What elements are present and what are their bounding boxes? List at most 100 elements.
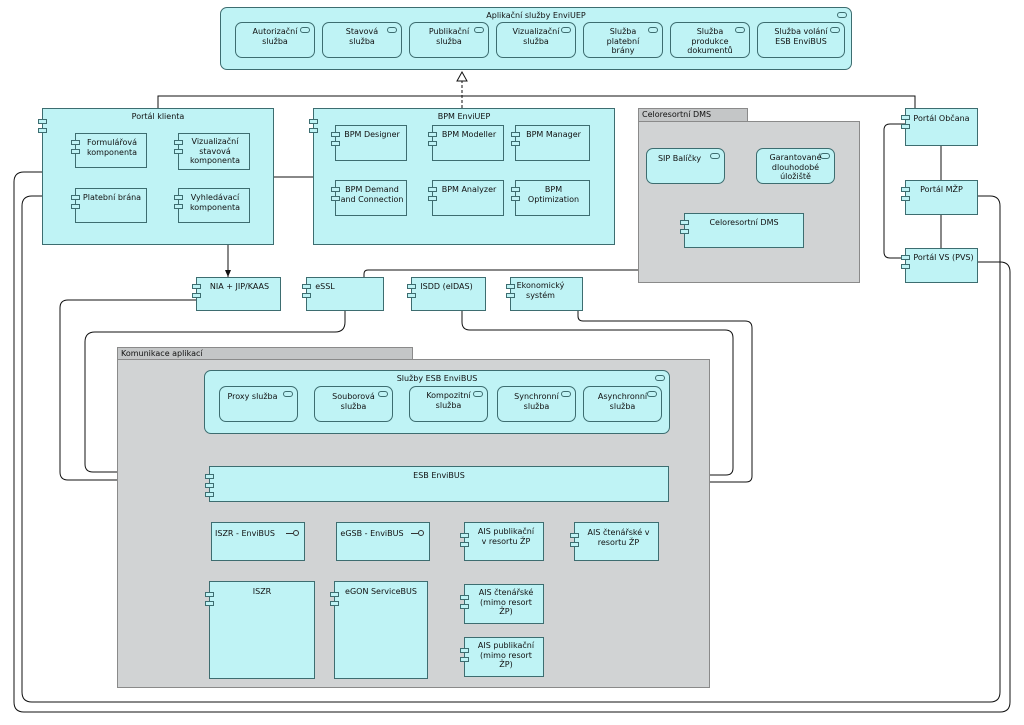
- portal-vs[interactable]: Portál VS (PVS): [901, 248, 978, 283]
- component-icon: [511, 196, 520, 201]
- esb-service-asynchronni[interactable]: Asynchronní služba: [583, 386, 662, 422]
- isdd-eidas[interactable]: ISDD (eIDAS): [407, 277, 486, 311]
- component-icon: [71, 149, 80, 154]
- component-icon: [428, 132, 437, 137]
- component-icon: [570, 542, 579, 547]
- service-icon: [283, 391, 293, 397]
- service-volani-esb[interactable]: Služba volání ESB EnviBUS: [757, 22, 845, 58]
- right-loop-line: [883, 123, 905, 259]
- portal-klienta[interactable]: Portál klienta: [38, 108, 274, 245]
- service-label: Synchronní služba: [514, 392, 559, 411]
- component-icon: [331, 196, 340, 201]
- component-icon: [331, 187, 340, 192]
- component-platebni-brana[interactable]: Platební brána: [71, 188, 147, 223]
- portal-obcana[interactable]: Portál Občana: [901, 108, 978, 146]
- service-label: Publikační služba: [428, 27, 470, 46]
- komunikace-group-tab: Komunikace aplikací: [117, 347, 413, 360]
- component-icon: [460, 595, 469, 600]
- component-icon: [38, 119, 47, 124]
- dms-garantovane-uloziste[interactable]: Garantované dlouhodobé úložiště: [756, 148, 835, 184]
- egsb-envibus[interactable]: eGSB - EnviBUS: [336, 522, 430, 561]
- component-icon: [428, 141, 437, 146]
- service-icon: [300, 27, 310, 33]
- component-icon: [901, 187, 910, 192]
- service-icon: [735, 27, 745, 33]
- component-icon: [302, 293, 311, 298]
- esb-service-kompozitni[interactable]: Kompozitní služba: [409, 386, 488, 422]
- iszr-envibus[interactable]: ISZR - EnviBUS: [211, 522, 305, 561]
- component-icon: [309, 119, 318, 124]
- portal-mzp[interactable]: Portál MŽP: [901, 180, 978, 215]
- component-icon: [460, 533, 469, 538]
- ais-publikacni-mimo[interactable]: AIS publikační (mimo resort ŽP): [460, 637, 544, 677]
- ais-ctenarske-resort[interactable]: AIS čtenářské v resortu ŽP: [570, 522, 659, 561]
- bpm-demand[interactable]: BPM Demand and Connection: [331, 180, 407, 216]
- ais-publikacni-resort[interactable]: AIS publikační v resortu ŽP: [460, 522, 544, 561]
- component-label: AIS publikační (mimo resort ŽP): [477, 641, 535, 669]
- component-icon: [174, 204, 183, 209]
- component-icon: [407, 284, 416, 289]
- service-icon: [648, 27, 658, 33]
- service-icon: [837, 12, 847, 18]
- component-icon: [331, 132, 340, 137]
- component-icon: [205, 601, 214, 606]
- component-icon: [38, 128, 47, 133]
- esb-service-proxy[interactable]: Proxy služba: [219, 386, 298, 422]
- service-platebni-brany[interactable]: Služba platební brány: [583, 22, 663, 58]
- service-label: Služba volání ESB EnviBUS: [774, 27, 828, 46]
- component-label: Portál MŽP: [920, 185, 963, 194]
- service-vizualizacni[interactable]: Vizualizační služba: [496, 22, 576, 58]
- component-icon: [174, 140, 183, 145]
- bpm-manager[interactable]: BPM Manager: [511, 125, 590, 161]
- egon-servicebus[interactable]: eGON ServiceBUS: [330, 581, 428, 679]
- app-services-title: Aplikační služby EnviUEP: [486, 11, 586, 20]
- component-icon: [506, 284, 515, 289]
- dms-celoresortni[interactable]: Celoresortní DMS: [680, 213, 804, 248]
- service-icon: [387, 27, 397, 33]
- esb-service-synchronni[interactable]: Synchronní služba: [497, 386, 576, 422]
- esb-service-souborova[interactable]: Souborová služba: [314, 386, 393, 422]
- component-label: NIA + JIP/KAAS: [209, 282, 270, 291]
- component-label: BPM Designer: [344, 130, 400, 139]
- service-label: Souborová služba: [332, 392, 375, 411]
- service-stavova[interactable]: Stavová služba: [322, 22, 402, 58]
- component-label: eGON ServiceBUS: [345, 587, 417, 596]
- ais-ctenarske-mimo[interactable]: AIS čtenářské (mimo resort ŽP): [460, 584, 544, 624]
- component-label: ISZR: [252, 587, 272, 596]
- component-label: BPM Manager: [526, 130, 581, 139]
- component-label: eGSB - EnviBUS: [340, 529, 404, 538]
- service-produkce-dokumentu[interactable]: Služba produkce dokumentů: [670, 22, 750, 58]
- esb-envibus[interactable]: ESB EnviBUS: [205, 466, 669, 502]
- component-icon: [570, 533, 579, 538]
- component-icon: [901, 255, 910, 260]
- component-icon: [330, 601, 339, 606]
- component-icon: [511, 187, 520, 192]
- bpm-analyzer[interactable]: BPM Analyzer: [428, 180, 504, 216]
- essl-esb-line: [84, 311, 346, 473]
- service-publikacni[interactable]: Publikační služba: [409, 22, 489, 58]
- component-vyhledavaci[interactable]: Vyhledávací komponenta: [174, 188, 250, 223]
- dms-sip-balicky[interactable]: SIP Balíčky: [646, 148, 725, 184]
- bpm-modeller[interactable]: BPM Modeller: [428, 125, 504, 161]
- service-icon: [820, 153, 830, 159]
- service-icon: [561, 391, 571, 397]
- ekonomicky-system[interactable]: Ekonomický systém: [506, 277, 583, 311]
- component-label: Formulářová komponenta: [86, 138, 138, 157]
- component-icon: [680, 229, 689, 234]
- component-icon: [302, 284, 311, 289]
- service-autorizacni[interactable]: Autorizační služba: [235, 22, 315, 58]
- iszr[interactable]: ISZR: [205, 581, 315, 679]
- essl[interactable]: eSSL: [302, 277, 384, 311]
- component-icon: [901, 264, 910, 269]
- component-formularova[interactable]: Formulářová komponenta: [71, 133, 147, 168]
- bpm-optimization[interactable]: BPM Optimization: [511, 180, 590, 216]
- component-icon: [71, 140, 80, 145]
- component-vizualizacni[interactable]: Vizualizační stavová komponenta: [174, 133, 250, 170]
- nia-jip-kaas[interactable]: NIA + JIP/KAAS: [192, 277, 281, 311]
- bpm-designer[interactable]: BPM Designer: [331, 125, 407, 161]
- component-icon: [205, 592, 214, 597]
- component-label: AIS čtenářské v resortu ŽP: [587, 528, 650, 547]
- component-label: BPM Demand and Connection: [340, 185, 404, 204]
- dms-group[interactable]: [638, 121, 860, 283]
